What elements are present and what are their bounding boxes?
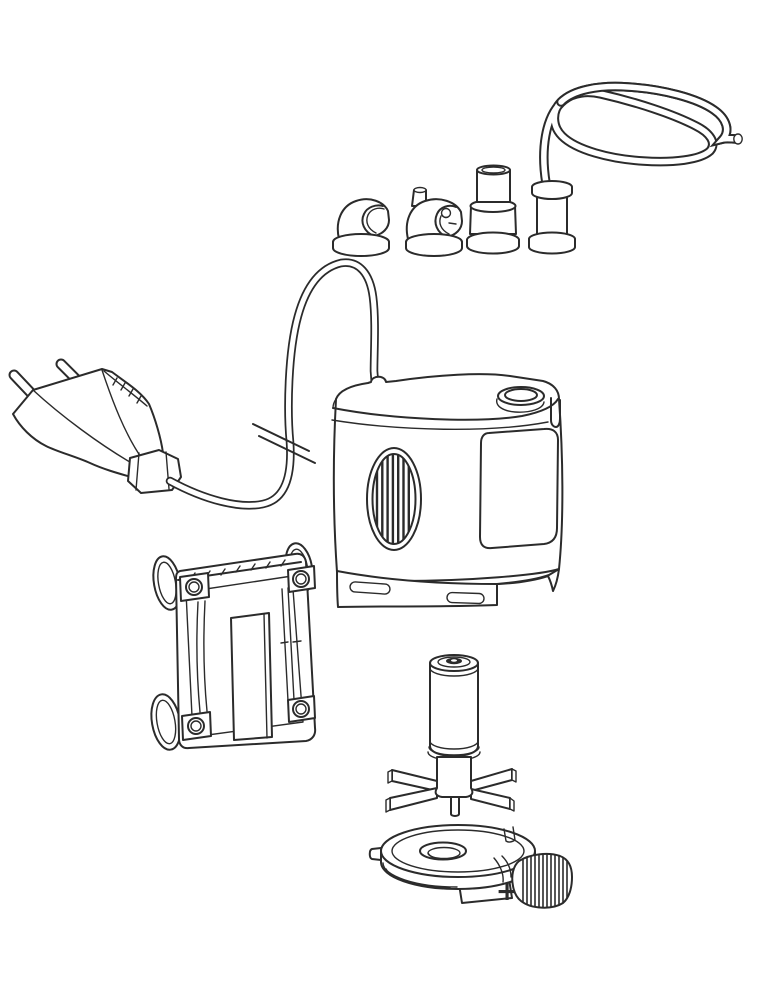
pump-body [331,373,564,608]
blade-upper-left [391,769,438,792]
rotor-hole-highlight [451,659,457,662]
aerator-air-hole-shadow [441,214,449,219]
bracket-channel-inner [263,613,268,739]
aerator-detail-line [448,222,457,225]
blade-lower-right [470,788,511,810]
bracket-inner-outline [185,575,304,738]
hose-with-connector [528,81,743,255]
plug-hatching [112,377,142,404]
bracket-tick-marks [280,640,302,644]
cover-inner-rim [391,829,525,873]
base-plate-right [496,568,560,592]
plug-crease-left [32,389,136,466]
cover-left-tab [368,847,382,861]
base-slot-right [446,591,485,605]
elbow-opening-outer [361,204,384,237]
grille-slats [375,454,410,544]
stepped-nozzle [466,164,520,255]
plug-crease-right [101,369,144,461]
connector-flange-wall [531,186,573,200]
elbow-nozzle [332,198,390,257]
stepped-tier1-bore [481,166,506,174]
plug-pin-left-fill [10,371,35,397]
aerator-opening-outer [434,204,457,238]
stepped-base-wall [466,239,520,255]
outlet-port-bore [504,388,538,402]
aerator-opening-inner [439,215,450,235]
regulator-link-curves [493,855,512,883]
rotor-shaft [450,796,460,817]
elbow-opening-inner [366,207,385,234]
bracket-right-rail [281,587,295,702]
cable-break-marks [252,423,316,464]
aerator-nozzle [405,186,463,257]
lid-bottom-edge [332,398,559,421]
bracket-left-rail [196,600,208,713]
rotor-cap-band [429,667,479,677]
cable-fill [167,260,378,508]
base-slot-left [349,581,391,595]
bracket-center-channel [230,612,273,741]
outlet-port-base [496,398,545,413]
hose-open-end [733,133,743,145]
power-cord [8,258,380,510]
blade-upper-right [470,768,513,792]
rotor-top-inner-rim [437,656,471,668]
aerator-tube-rim [413,186,427,194]
elbow-base-wall [332,241,390,257]
rotor-cylinder [429,662,479,757]
connector-body [536,195,568,236]
impeller-blades [385,768,517,813]
connector-base-wall [528,238,576,255]
rotor-impeller [385,654,517,817]
blade-lower-left [389,787,438,811]
hose-over-strand-fill [558,83,739,144]
right-clip [550,397,561,428]
lid-left-corner [332,398,337,409]
regulator-knob-ribs [522,853,568,908]
body-top-edge [331,419,549,431]
rotor-hub [434,756,474,798]
bracket-corner-studs [179,565,316,741]
suction-cup-bracket [150,542,317,751]
pump-cover-regulator: + [368,824,573,909]
plug-top-ridge [103,370,148,407]
cover-rim-notch [503,826,516,843]
cover-bottom-rims [382,862,458,889]
cover-hole-shadow [427,852,445,860]
aerator-base-wall [405,241,463,257]
side-panel [479,427,559,550]
